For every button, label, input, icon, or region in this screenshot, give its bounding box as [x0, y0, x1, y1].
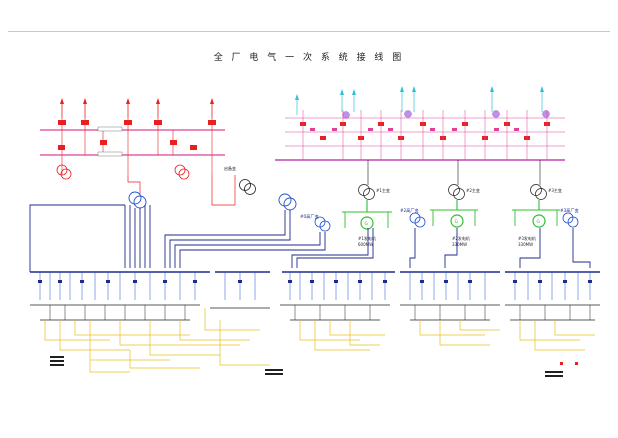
svg-text:G: G: [455, 219, 459, 225]
unit3-tx-label: #3主变: [548, 187, 562, 193]
right-switchyard: [275, 86, 565, 185]
factory-tx3-label: #3高厂变: [560, 207, 579, 214]
mv-buses: [30, 271, 600, 300]
hv-factory-label: #0高厂变: [300, 213, 319, 220]
cable-bundle: [29, 204, 591, 272]
unit1-tx-label: #1主变: [376, 187, 390, 193]
unit-2: #2主变 G #2发电机 330MW: [430, 184, 480, 247]
lv-system: [30, 304, 600, 377]
unit2-tx-label: #2主变: [466, 187, 480, 193]
diagram-title: 全 厂 电 气 一 次 系 统 接 线 图: [213, 53, 405, 63]
unit-1: #1主变 G #1发电机 600MW: [342, 184, 392, 247]
left-switchyard: [40, 98, 236, 206]
unit1-gen-label: #1发电机: [358, 235, 376, 241]
factory-tx1-label: #2高厂变: [400, 207, 419, 214]
svg-text:G: G: [365, 221, 369, 227]
svg-text:G: G: [537, 219, 541, 225]
unit2-gen-label: #2发电机: [452, 235, 470, 241]
top-divider: [8, 31, 610, 32]
unit1-cap: 600MW: [358, 242, 373, 247]
unit2-cap: 330MW: [452, 242, 467, 247]
unit3-cap: 330MW: [518, 242, 533, 247]
factory-transformers: #0高厂变 #2高厂变 #3高厂变: [300, 207, 579, 232]
unit-3: #3主变 G #3发电机 330MW: [512, 184, 562, 247]
startup-transformer: 启备变: [128, 165, 297, 211]
unit3-gen-label: #3发电机: [518, 235, 536, 241]
startup-label: 启备变: [224, 165, 236, 171]
